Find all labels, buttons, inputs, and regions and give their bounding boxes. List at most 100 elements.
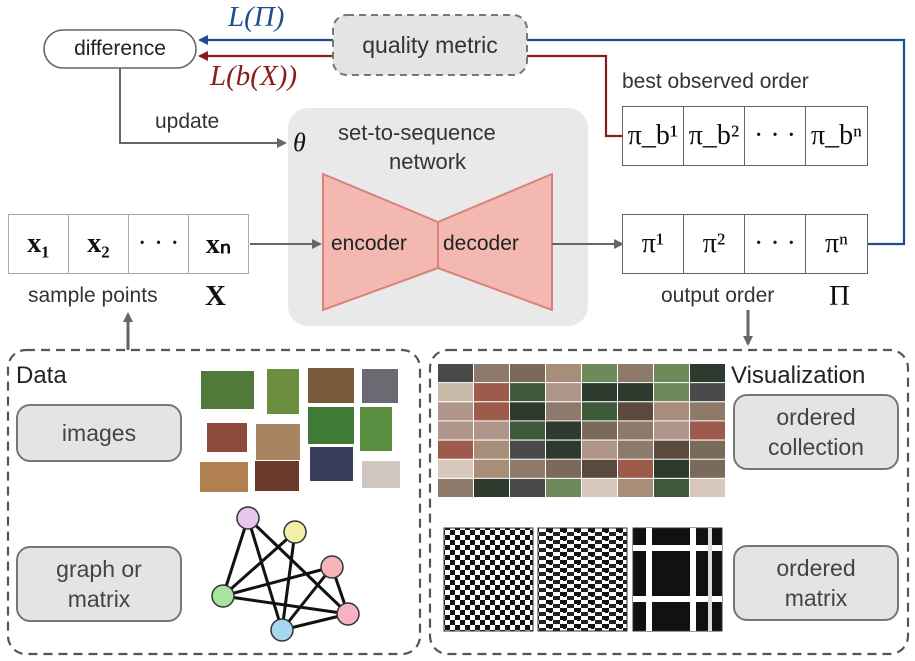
ordered-collection-line1: ordered bbox=[776, 404, 856, 430]
decoder-label: decoder bbox=[443, 232, 519, 255]
mosaic-thumbnail bbox=[438, 383, 473, 402]
update-label: update bbox=[155, 110, 220, 133]
mosaic-thumbnail bbox=[582, 421, 617, 440]
mosaic-thumbnail bbox=[546, 459, 581, 478]
output-order-label: output order bbox=[661, 284, 775, 307]
mosaic-thumbnail bbox=[546, 478, 581, 497]
mosaic-thumbnail bbox=[690, 440, 725, 459]
best-cell-4: π_bⁿ bbox=[805, 106, 868, 166]
mosaic-thumbnail bbox=[618, 421, 653, 440]
mosaic-thumbnail bbox=[546, 421, 581, 440]
theta-label: θ bbox=[293, 128, 306, 157]
mosaic-thumbnail bbox=[546, 402, 581, 421]
mosaic-thumbnail bbox=[654, 440, 689, 459]
difference-label: difference bbox=[74, 37, 166, 60]
input-cell-2: x₂ bbox=[68, 214, 129, 274]
best-cell-2: π_b² bbox=[683, 106, 745, 166]
matrix-thumb-1 bbox=[443, 527, 534, 632]
image-thumbnails bbox=[200, 368, 400, 492]
output-order-symbol: Π bbox=[829, 280, 850, 312]
mosaic-thumbnail bbox=[474, 402, 509, 421]
vis-panel-title: Visualization bbox=[731, 362, 866, 389]
mosaic-thumbnail bbox=[474, 459, 509, 478]
best-order-label: best observed order bbox=[622, 70, 809, 93]
mosaic-thumbnail bbox=[618, 459, 653, 478]
mosaic-thumbnail bbox=[474, 383, 509, 402]
loss-b-label: L(b(X)) bbox=[210, 60, 297, 92]
mosaic-thumbnail bbox=[690, 421, 725, 440]
input-cell-3: · · · bbox=[128, 214, 189, 274]
mosaic-thumbnail bbox=[618, 478, 653, 497]
mosaic-thumbnail bbox=[654, 459, 689, 478]
mosaic-thumbnail bbox=[546, 364, 581, 383]
graph-nodes bbox=[211, 506, 360, 642]
mosaic-thumbnail bbox=[546, 383, 581, 402]
difference-box bbox=[43, 29, 197, 69]
ordered-matrix-line1: ordered bbox=[776, 555, 856, 581]
quality-metric-label: quality metric bbox=[362, 31, 498, 58]
ordered-collection-line2: collection bbox=[768, 434, 864, 460]
vis-panel-frame bbox=[428, 348, 910, 656]
mosaic-thumbnail bbox=[510, 440, 545, 459]
images-pill: images bbox=[16, 404, 182, 462]
mosaic-thumbnail bbox=[690, 459, 725, 478]
ordered-matrix-pill: ordered matrix bbox=[733, 545, 899, 621]
arrow-loss-pi bbox=[198, 35, 906, 246]
input-cell-4: xₙ bbox=[188, 214, 249, 274]
ordered-collection-mosaic bbox=[438, 364, 725, 497]
loss-pi-label: L(Π) bbox=[228, 1, 285, 33]
mosaic-thumbnail bbox=[582, 383, 617, 402]
mosaic-thumbnail bbox=[654, 364, 689, 383]
mosaic-thumbnail bbox=[510, 459, 545, 478]
quality-metric-box bbox=[332, 14, 528, 76]
mosaic-thumbnail bbox=[438, 478, 473, 497]
graph-pill: graph or matrix bbox=[16, 546, 182, 622]
graph-node bbox=[283, 520, 307, 544]
arrow-update bbox=[119, 66, 287, 148]
graph-node bbox=[236, 506, 260, 530]
mosaic-thumbnail bbox=[582, 440, 617, 459]
best-cell-1: π_b¹ bbox=[622, 106, 684, 166]
network-title-line1: set-to-sequence bbox=[338, 120, 496, 145]
mosaic-thumbnail bbox=[618, 440, 653, 459]
graph-node bbox=[336, 602, 360, 626]
matrix-thumb-2 bbox=[537, 527, 628, 632]
data-panel-frame bbox=[6, 348, 422, 656]
mosaic-thumbnail bbox=[510, 364, 545, 383]
mosaic-thumbnail bbox=[654, 421, 689, 440]
mosaic-thumbnail bbox=[510, 402, 545, 421]
mosaic-thumbnail bbox=[438, 364, 473, 383]
mosaic-thumbnail bbox=[510, 478, 545, 497]
mosaic-thumbnail bbox=[690, 478, 725, 497]
sample-points-label: sample points bbox=[28, 284, 158, 307]
mosaic-thumbnail bbox=[438, 421, 473, 440]
mosaic-thumbnail bbox=[582, 459, 617, 478]
mosaic-thumbnail bbox=[438, 459, 473, 478]
matrix-thumb-3 bbox=[632, 527, 723, 632]
mosaic-thumbnail bbox=[618, 383, 653, 402]
mosaic-thumbnail bbox=[474, 478, 509, 497]
graph-node bbox=[320, 555, 344, 579]
output-cell-2: π² bbox=[683, 214, 745, 274]
network-title-line2: network bbox=[389, 149, 467, 174]
mosaic-thumbnail bbox=[546, 440, 581, 459]
mosaic-thumbnail bbox=[618, 402, 653, 421]
ordered-matrix-line2: matrix bbox=[784, 585, 848, 611]
graph-pill-line2: matrix bbox=[67, 586, 131, 612]
mosaic-thumbnail bbox=[690, 383, 725, 402]
output-cell-1: π¹ bbox=[622, 214, 684, 274]
mosaic-thumbnail bbox=[618, 364, 653, 383]
ordered-collection-pill: ordered collection bbox=[733, 394, 899, 470]
graph-edges bbox=[221, 516, 350, 632]
mosaic-thumbnail bbox=[510, 383, 545, 402]
mosaic-thumbnail bbox=[582, 364, 617, 383]
best-cell-3: · · · bbox=[744, 106, 806, 166]
mosaic-thumbnail bbox=[438, 402, 473, 421]
graph-node bbox=[270, 618, 294, 642]
mosaic-thumbnail bbox=[510, 421, 545, 440]
mosaic-thumbnail bbox=[654, 478, 689, 497]
data-panel-title: Data bbox=[16, 362, 67, 389]
sample-points-symbol: X bbox=[205, 280, 226, 312]
encoder-label: encoder bbox=[331, 232, 407, 255]
